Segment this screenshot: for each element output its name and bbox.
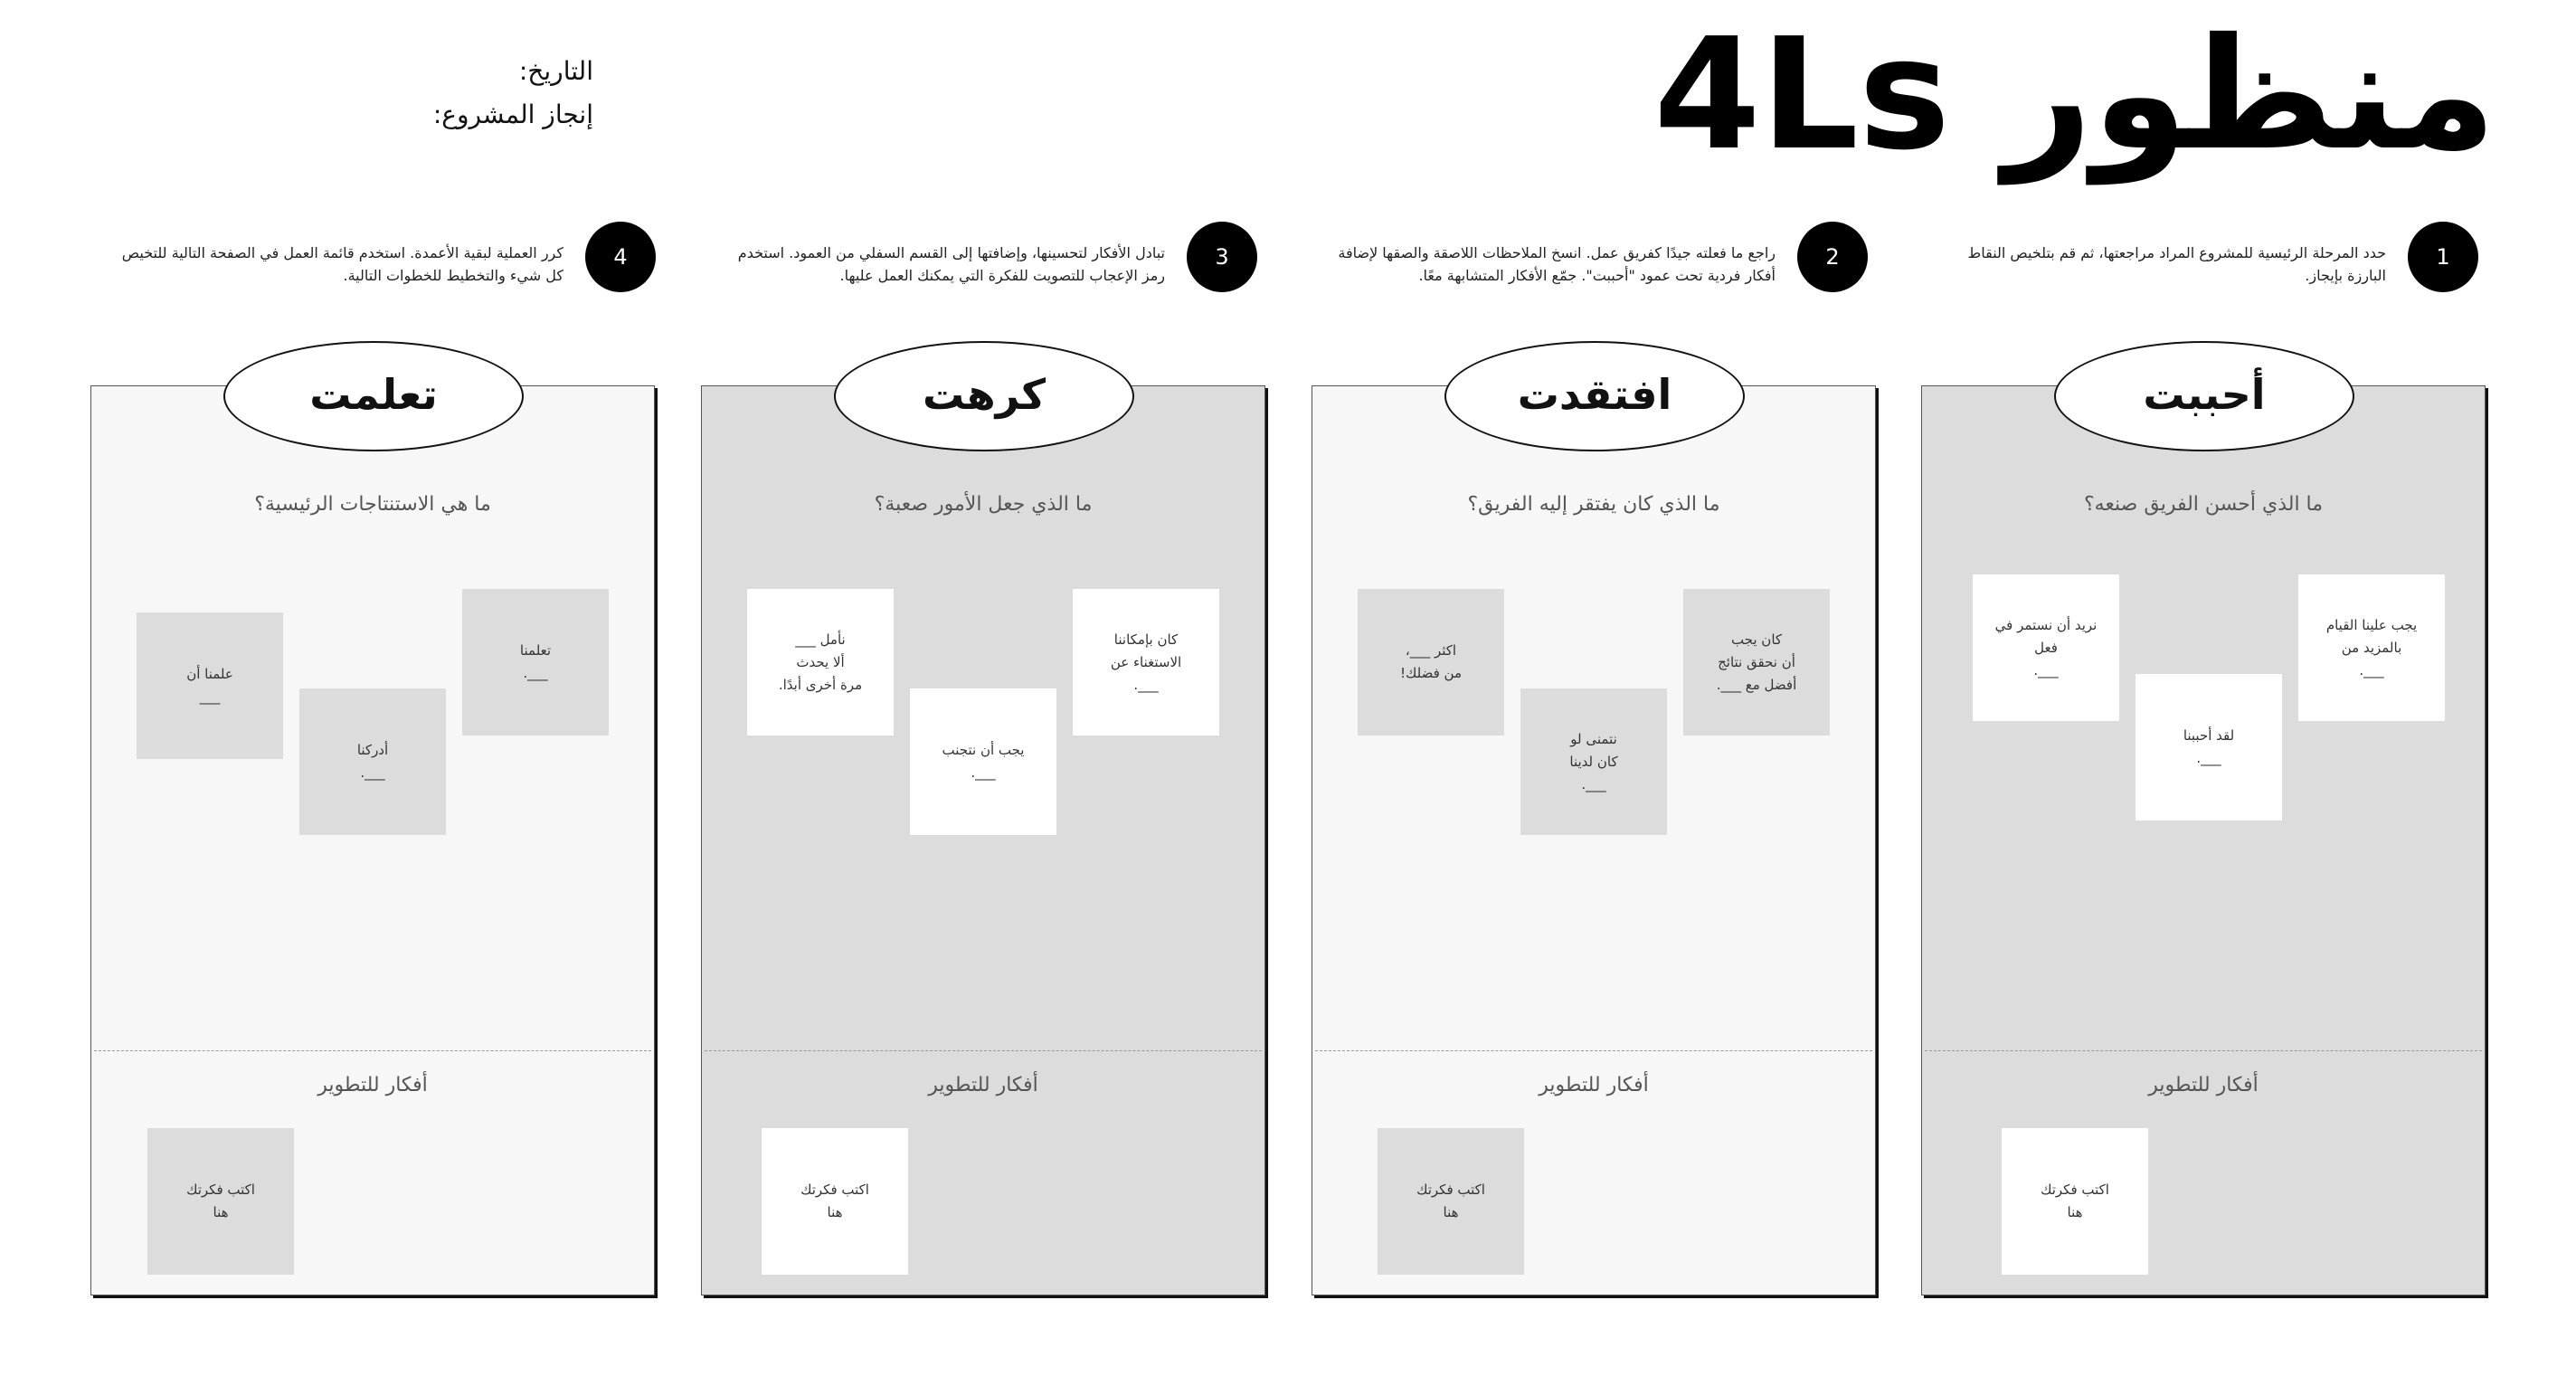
date-label: التاريخ: <box>518 56 593 86</box>
meta-block: التاريخ: إنجاز المشروع: <box>268 50 593 137</box>
step-1: 1 حدد المرحلة الرئيسية للمشروع المراد مر… <box>1936 222 2478 294</box>
development-label: أفكار للتطوير <box>317 1074 428 1096</box>
section-divider <box>1315 1050 1872 1051</box>
sticky-note[interactable]: يجب أن نتجنب ___. <box>910 688 1056 835</box>
column-heading: افتقدت <box>1444 341 1745 451</box>
column-question: ما الذي أحسن الفريق صنعه؟ <box>2083 493 2324 516</box>
sticky-note[interactable]: نأمل ___ ألا يحدث مرة أخرى أبدًا. <box>747 589 894 735</box>
step-description: حدد المرحلة الرئيسية للمشروع المراد مراج… <box>1967 244 2386 284</box>
sticky-note[interactable]: نريد أن نستمر في فعل ___. <box>1973 574 2119 721</box>
step-description: راجع ما فعلته جيدًا كفريق عمل. انسخ المل… <box>1338 244 1776 284</box>
step-number-badge: 4 <box>585 222 656 292</box>
column-heading: أحببت <box>2054 341 2354 451</box>
idea-note[interactable]: اكتب فكرتك هنا <box>762 1128 908 1275</box>
step-description: كرر العملية لبقية الأعمدة. استخدم قائمة … <box>121 244 564 284</box>
column-learned: تعلمت ما هي الاستنتاجات الرئيسية؟ تعلمنا… <box>90 341 655 1295</box>
idea-note[interactable]: اكتب فكرتك هنا <box>2002 1128 2148 1275</box>
column-liked: أحببت ما الذي أحسن الفريق صنعه؟ يجب علين… <box>1921 341 2486 1295</box>
column-lacked: افتقدت ما الذي كان يفتقر إليه الفريق؟ كا… <box>1312 341 1876 1295</box>
idea-note[interactable]: اكتب فكرتك هنا <box>1378 1128 1524 1275</box>
section-divider <box>94 1050 651 1051</box>
sticky-note[interactable]: تعلمنا ___. <box>462 589 609 735</box>
step-description: تبادل الأفكار لتحسينها، وإضافتها إلى الق… <box>737 244 1165 284</box>
sticky-note[interactable]: كان بإمكاننا الاستغناء عن ___. <box>1073 589 1219 735</box>
development-label: أفكار للتطوير <box>2148 1074 2259 1096</box>
column-question: ما هي الاستنتاجات الرئيسية؟ <box>254 493 491 516</box>
step-number-badge: 2 <box>1797 222 1868 292</box>
section-divider <box>1925 1050 2482 1051</box>
step-2: 2 راجع ما فعلته جيدًا كفريق عمل. انسخ ال… <box>1325 222 1868 294</box>
step-number-badge: 3 <box>1187 222 1257 292</box>
step-4: 4 كرر العملية لبقية الأعمدة. استخدم قائم… <box>113 222 656 294</box>
project-label: إنجاز المشروع: <box>432 100 593 129</box>
column-question: ما الذي جعل الأمور صعبة؟ <box>874 493 1093 516</box>
page-title: منظور 4Ls <box>1653 5 2496 185</box>
step-number-badge: 1 <box>2408 222 2478 292</box>
column-question: ما الذي كان يفتقر إليه الفريق؟ <box>1467 493 1720 516</box>
sticky-note[interactable]: لقد أحببنا ___. <box>2136 674 2282 821</box>
column-heading: كرهت <box>834 341 1134 451</box>
step-3: 3 تبادل الأفكار لتحسينها، وإضافتها إلى ا… <box>715 222 1257 294</box>
sticky-note[interactable]: علمنا أن ___ <box>137 612 283 759</box>
column-loathed: كرهت ما الذي جعل الأمور صعبة؟ كان بإمكان… <box>701 341 1265 1295</box>
idea-note[interactable]: اكتب فكرتك هنا <box>147 1128 294 1275</box>
development-label: أفكار للتطوير <box>1539 1074 1649 1096</box>
development-label: أفكار للتطوير <box>928 1074 1038 1096</box>
sticky-note[interactable]: يجب علينا القيام بالمزيد من ___. <box>2298 574 2445 721</box>
sticky-note[interactable]: أدركنا ___. <box>299 688 446 835</box>
sticky-note[interactable]: كان يجب أن نحقق نتائج أفضل مع ___. <box>1683 589 1830 735</box>
column-heading: تعلمت <box>223 341 524 451</box>
sticky-note[interactable]: اكثر ___، من فضلك! <box>1358 589 1504 735</box>
sticky-note[interactable]: نتمنى لو كان لدينا ___. <box>1520 688 1667 835</box>
section-divider <box>705 1050 1262 1051</box>
